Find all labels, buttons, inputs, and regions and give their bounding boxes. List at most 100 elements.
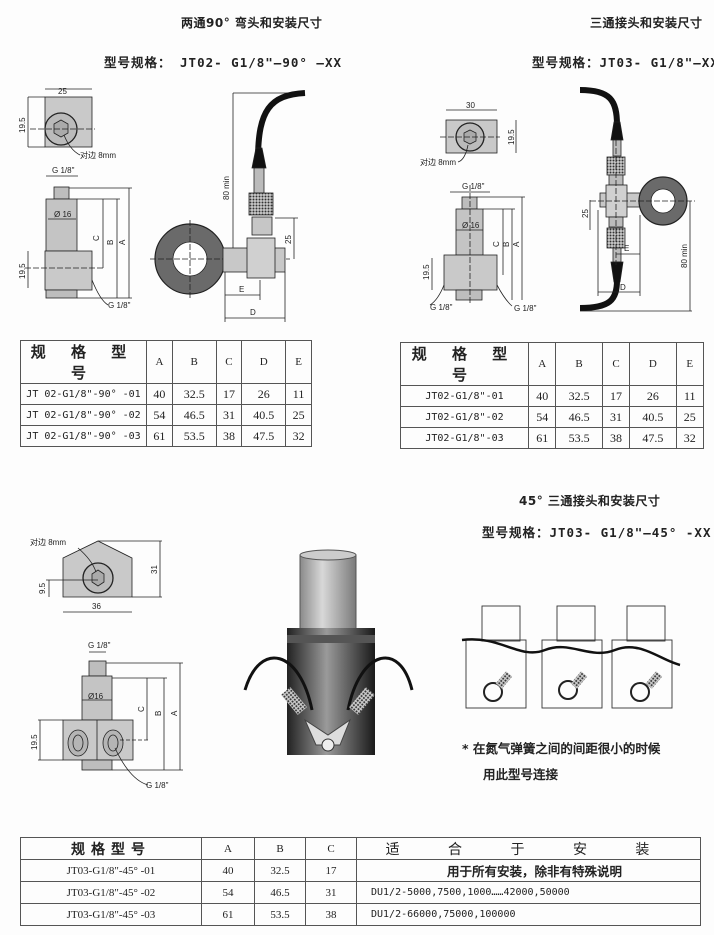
cell: 17 [601, 385, 631, 407]
header-c: C [305, 837, 357, 860]
dim-label: D [620, 283, 626, 292]
dim-label: C [492, 241, 501, 247]
cell: JT 02-G1/8"-90° -03 [20, 425, 147, 447]
thread-label: G 1/8" [146, 781, 169, 790]
cell: 54 [527, 406, 557, 428]
dim-label: 25 [581, 209, 590, 218]
cell: JT03-G1/8"-45° -01 [20, 859, 202, 882]
cell: 31 [601, 406, 631, 428]
diameter-label: Ø16 [88, 692, 104, 701]
cell: DU1/2-5000,7500,1000……42000,50000 [356, 881, 701, 904]
dim-label: A [118, 239, 127, 245]
tee45-photo [243, 549, 414, 755]
cell: 61 [527, 427, 557, 449]
note-line-2: 用此型号连接 [483, 767, 559, 782]
cell: JT 02-G1/8"-90° -01 [20, 383, 147, 405]
cell: 25 [675, 406, 705, 428]
dim-label: B [154, 711, 163, 716]
tee45-top-view [46, 540, 162, 613]
note-line-1: * 在氮气弹簧之间的间距很小的时候 [462, 741, 661, 756]
hex-label: 对边 8mm [30, 537, 66, 547]
header-model: 规 格 型 号 [400, 342, 529, 386]
cell: 32 [675, 427, 705, 449]
header-e: E [675, 342, 705, 386]
hex-label: 对边 8mm [420, 157, 456, 167]
thread-label: G 1/8" [88, 641, 111, 650]
cell: JT03-G1/8"-45° -02 [20, 881, 202, 904]
diameter-label: Ø 16 [54, 210, 72, 219]
cell: 32 [285, 425, 312, 447]
cell: 25 [285, 404, 312, 426]
cell: 32.5 [171, 383, 217, 405]
dim-label: 25 [58, 87, 67, 96]
header-b: B [171, 340, 217, 384]
dim-label: 80 min [222, 176, 231, 200]
dim-label: 19.5 [18, 117, 27, 133]
dim-label: 30 [466, 101, 475, 110]
dim-label: 31 [150, 565, 159, 574]
tee-side-view [429, 185, 525, 307]
cell: 38 [601, 427, 631, 449]
cell: 17 [215, 383, 243, 405]
cell: 40 [201, 859, 255, 882]
dim-label: 9.5 [38, 582, 47, 594]
cell: 54 [201, 881, 255, 904]
cell: JT03-G1/8"-45° -03 [20, 903, 202, 926]
header-c: C [215, 340, 243, 384]
cell: 53.5 [254, 903, 306, 926]
cell: 47.5 [629, 427, 677, 449]
dim-label: 80 min [680, 244, 689, 268]
tee-installation-view [579, 87, 695, 312]
elbow-side-view [25, 175, 132, 306]
dim-label: A [512, 241, 521, 247]
header-d: D [241, 340, 287, 384]
section-90-title: 两通90° 弯头和安装尺寸 [181, 16, 323, 30]
elbow-top-view [27, 88, 95, 156]
cell: 38 [305, 903, 357, 926]
cell: 61 [146, 425, 173, 447]
diameter-label: Ø 16 [462, 221, 480, 230]
cell: 32.5 [254, 859, 306, 882]
section-90-spec: 型号规格： JT02- G1/8"—90° —XX [104, 55, 343, 70]
cell: JT02-G1/8"-01 [400, 385, 529, 407]
dim-label: C [92, 235, 101, 241]
dim-label: 36 [92, 602, 101, 611]
thread-label: G 1/8" [462, 182, 485, 191]
cell: 40 [146, 383, 173, 405]
header-model: 规 格 型 号 [20, 340, 147, 384]
tee45-side-view [38, 651, 183, 786]
cell: JT02-G1/8"-03 [400, 427, 529, 449]
cell: 31 [215, 404, 243, 426]
cell: JT02-G1/8"-02 [400, 406, 529, 428]
dim-label: B [502, 242, 511, 247]
cell: 53.5 [171, 425, 217, 447]
header-d: D [629, 342, 677, 386]
cell: 38 [215, 425, 243, 447]
dim-label: 25 [284, 235, 293, 244]
header-suitable-for: 适 合 于 安 装 [356, 837, 701, 860]
cell: 40.5 [629, 406, 677, 428]
header-model: 规格型号 [20, 837, 202, 860]
cell: 53.5 [555, 427, 603, 449]
cell: 31 [305, 881, 357, 904]
section-tee-spec: 型号规格：JT03- G1/8"—XX [532, 55, 714, 70]
header-c: C [601, 342, 631, 386]
cell: 32.5 [555, 385, 603, 407]
header-b: B [254, 837, 306, 860]
dim-label: D [250, 308, 256, 317]
header-b: B [555, 342, 603, 386]
cell: 40 [527, 385, 557, 407]
dim-label: 19.5 [422, 264, 431, 280]
cell: 40.5 [241, 404, 287, 426]
